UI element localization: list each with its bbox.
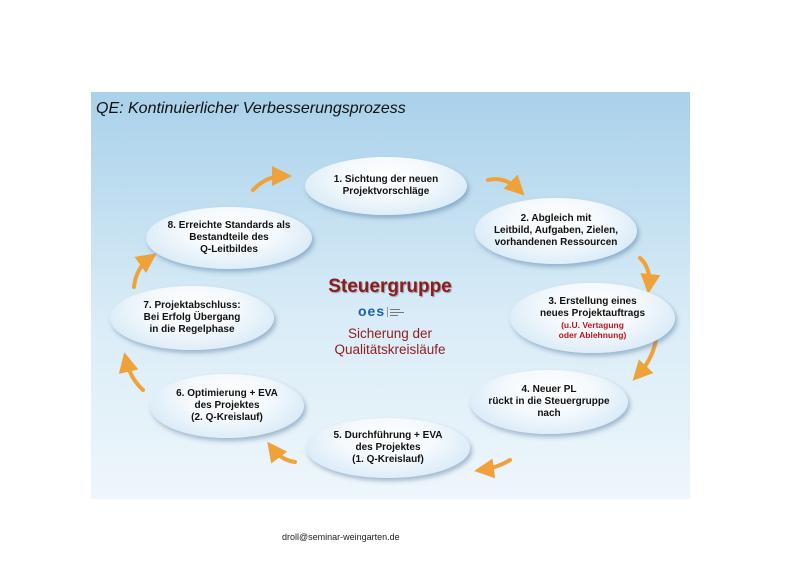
- step-2-bubble: 2. Abgleich mit Leitbild, Aufgaben, Ziel…: [475, 198, 637, 264]
- page-title: QE: Kontinuierlicher Verbesserungsprozes…: [96, 100, 406, 117]
- step-7-line-3: in die Regelphase: [149, 324, 235, 335]
- step-3-bubble: 3. Erstellung eines neues Projektauftrag…: [510, 283, 675, 353]
- step-1-bubble: 1. Sichtung der neuen Projektvorschläge: [305, 157, 467, 215]
- step-2-line-3: vorhandenen Ressourcen: [494, 237, 618, 248]
- step-7-line-2: Bei Erfolg Übergang: [143, 312, 241, 323]
- logo-text: oes: [358, 303, 386, 319]
- step-5-line-3: (1. Q-Kreislauf): [352, 454, 424, 465]
- step-3-note-2: oder Ablehnung): [558, 330, 627, 340]
- arrow-8: [251, 166, 292, 192]
- center-subtitle: Sicherung der Qualitätskreisläufe: [300, 326, 480, 358]
- step-2-line-1: 2. Abgleich mit: [520, 213, 592, 224]
- step-4-line-2: rückt in die Steuergruppe: [488, 396, 610, 407]
- step-6-line-2: des Projektes: [194, 400, 260, 411]
- step-3-line-2: neues Projektauftrags: [539, 308, 646, 319]
- step-8-line-2: Bestandteile des: [189, 232, 269, 243]
- arrow-3: [632, 338, 658, 381]
- step-4-line-1: 4. Neuer PL: [521, 384, 577, 395]
- step-4-line-3: nach: [537, 408, 561, 419]
- step-5-line-1: 5. Durchführung + EVA: [333, 430, 443, 441]
- logo-tagline-mark: [387, 306, 408, 317]
- step-3-line-1: 3. Erstellung eines: [548, 296, 637, 307]
- step-7-line-1: 7. Projektabschluss:: [143, 300, 241, 311]
- step-6-bubble: 6. Optimierung + EVA des Projektes (2. Q…: [150, 374, 304, 438]
- arrow-1: [486, 174, 525, 196]
- step-2-line-2: Leitbild, Aufgaben, Zielen,: [493, 225, 619, 236]
- arrow-4: [474, 458, 512, 479]
- step-3-note-1: (u.U. Vertagung: [561, 320, 624, 330]
- step-8-line-1: 8. Erreichte Standards als: [167, 220, 291, 231]
- footer-email: droll@seminar-weingarten.de: [282, 532, 400, 542]
- step-8-line-3: Q-Leitbildes: [200, 244, 258, 255]
- step-1-line-2: Projektvorschläge: [342, 186, 430, 197]
- center-subtitle-line-1: Sicherung der: [347, 326, 433, 341]
- arrow-6: [118, 352, 145, 392]
- step-5-line-2: des Projektes: [355, 442, 421, 453]
- step-4-bubble: 4. Neuer PL rückt in die Steuergruppe na…: [470, 370, 628, 434]
- arrow-7: [132, 253, 157, 289]
- center-title: Steuergruppe: [328, 276, 452, 297]
- step-8-bubble: 8. Erreichte Standards als Bestandteile …: [146, 207, 312, 269]
- step-1-line-1: 1. Sichtung der neuen: [333, 174, 439, 185]
- step-7-bubble: 7. Projektabschluss: Bei Erfolg Übergang…: [110, 286, 274, 350]
- arrow-5: [267, 441, 297, 464]
- step-6-line-1: 6. Optimierung + EVA: [176, 388, 278, 399]
- oes-logo: oes: [358, 303, 408, 319]
- step-5-bubble: 5. Durchführung + EVA des Projektes (1. …: [306, 418, 470, 478]
- arrow-2: [638, 256, 661, 294]
- center-subtitle-line-2: Qualitätskreisläufe: [334, 342, 446, 357]
- step-6-line-3: (2. Q-Kreislauf): [191, 412, 263, 423]
